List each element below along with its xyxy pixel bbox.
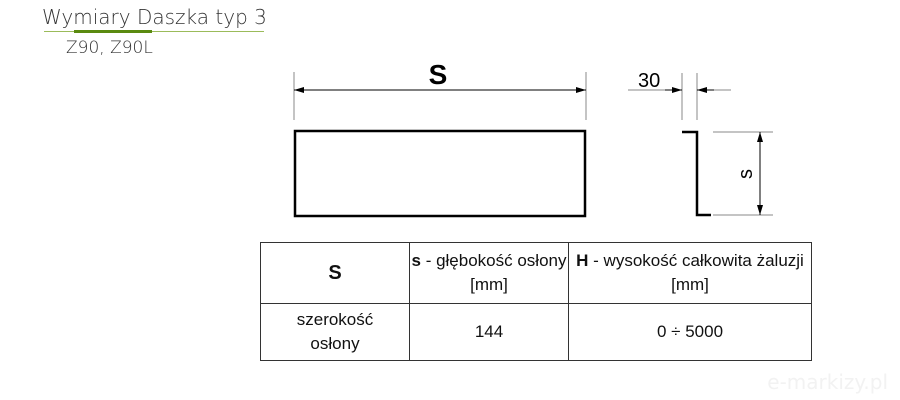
dimension-drawing: S 30 s (293, 59, 773, 218)
table-header-row: S s - głębokość osłony [mm] H - wysokość… (260, 242, 812, 304)
side-profile (628, 73, 773, 217)
watermark: e-markizy.pl (767, 370, 888, 394)
depth-label: s (735, 169, 757, 179)
front-view (293, 72, 587, 218)
table-row: szerokość osłony 144 0 ÷ 5000 (260, 303, 812, 361)
dimensions-table: S s - głębokość osłony [mm] H - wysokość… (260, 242, 812, 361)
model-names: Z90, Z90L (66, 38, 153, 58)
title-underline (44, 31, 264, 32)
header-cell: S (260, 242, 410, 304)
table-cell: 144 (409, 303, 569, 361)
page-title: Wymiary Daszka typ 3 (42, 5, 267, 29)
table-cell: szerokość osłony (260, 303, 410, 361)
header-cell: s - głębokość osłony [mm] (409, 242, 569, 304)
table-cell: 0 ÷ 5000 (568, 303, 812, 361)
header-cell: H - wysokość całkowita żaluzji [mm] (568, 242, 812, 304)
width-label: S (429, 59, 448, 90)
title-accent (74, 30, 152, 33)
flange-label: 30 (638, 70, 660, 92)
